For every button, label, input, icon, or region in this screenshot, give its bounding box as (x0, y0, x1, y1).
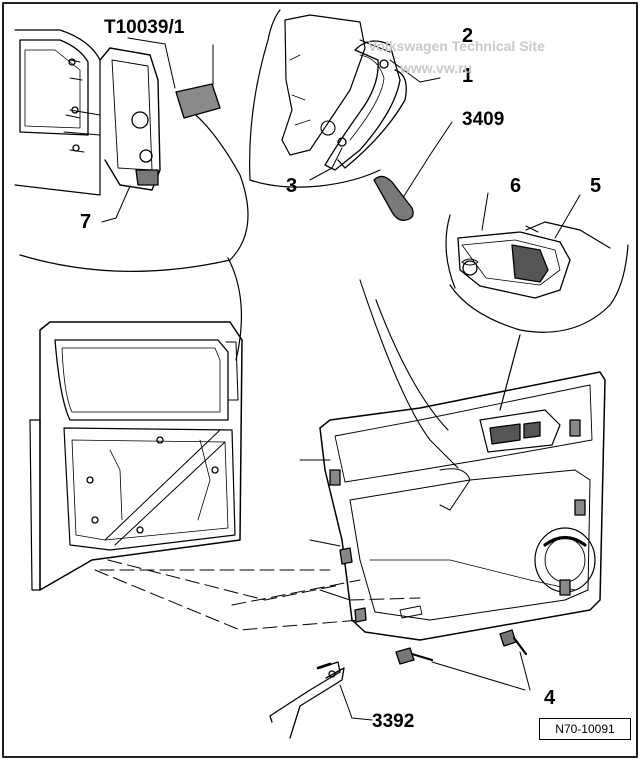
leader-6 (481, 192, 489, 231)
label-t10039: T10039/1 (104, 17, 185, 38)
watermark-line-1: Volkswagen Technical Site (368, 38, 545, 54)
trim-screws (395, 629, 528, 665)
detail-circle-mirror-tail (227, 257, 243, 361)
label-5: 5 (590, 175, 602, 197)
label-6: 6 (510, 175, 522, 197)
pliers-3392 (269, 661, 345, 739)
label-7: 7 (80, 211, 92, 233)
leader-2 (359, 39, 391, 53)
interior-handle-detail (281, 14, 407, 171)
leader-handle-bezel-b (375, 299, 449, 431)
leader-3409 (403, 121, 453, 197)
leader-4a (431, 661, 526, 691)
leader-7 (101, 185, 131, 223)
door-trim-panel (319, 371, 606, 641)
leader-3 (309, 147, 343, 181)
leader-5 (554, 194, 581, 239)
trim-wedge-tool (175, 83, 221, 119)
drawing-reference-number: N70-10091 (539, 718, 631, 740)
detail-circle-lock (449, 244, 629, 333)
watermark-line-2: www.vw.ru (400, 60, 473, 76)
detail-pointer-lock (499, 334, 521, 411)
leader-1 (389, 59, 441, 83)
leader-3392 (339, 684, 373, 721)
leader-4b (519, 651, 531, 691)
clip-leaders (299, 459, 351, 601)
label-4: 4 (544, 687, 556, 709)
label-3392: 3392 (372, 711, 415, 732)
mirror-trim-detail (14, 29, 161, 196)
label-3409: 3409 (462, 109, 505, 130)
door-shell (29, 321, 243, 591)
label-2: 2 (462, 25, 474, 47)
label-3: 3 (286, 175, 298, 197)
door-lock-detail (457, 221, 611, 299)
detail-circle-mirror (19, 109, 249, 272)
label-1: 1 (462, 65, 474, 87)
detail-circle-handle-left (249, 9, 281, 181)
release-tool-3409 (373, 175, 414, 221)
alignment-lines (94, 559, 421, 631)
leader-t10039 (127, 37, 176, 89)
detail-circle-lock-left (445, 214, 456, 289)
leader-handle-bezel (359, 279, 459, 469)
detail-circle-handle (249, 169, 381, 188)
